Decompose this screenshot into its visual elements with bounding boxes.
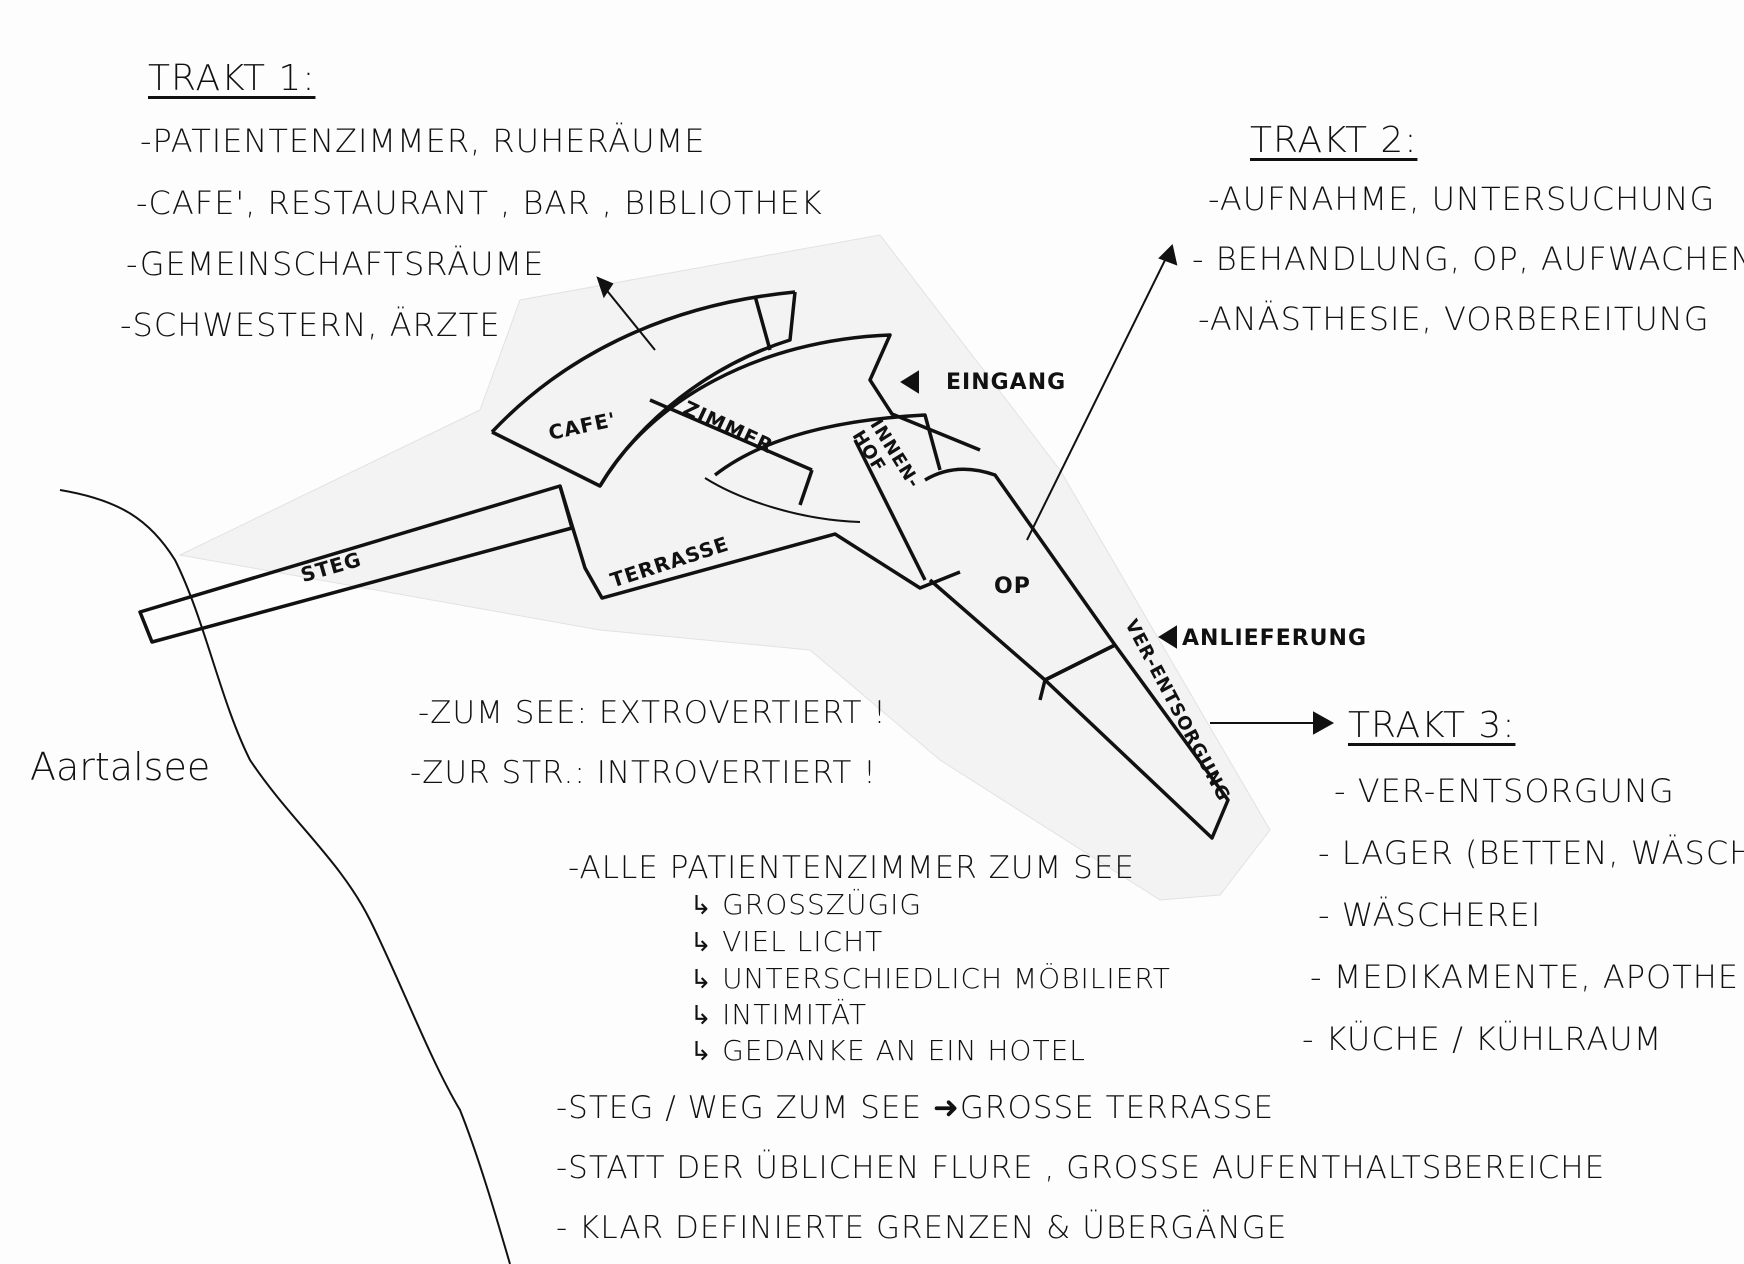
ver-entsorgung-stub bbox=[1038, 679, 1047, 701]
trakt1-outer-arc bbox=[490, 290, 796, 434]
trakt3-title: TRAKT 3: bbox=[1348, 705, 1516, 746]
trakt1-item-2: -CAFE', RESTAURANT , BAR , BIBLIOTHEK bbox=[136, 184, 823, 222]
arrow-trakt2-head bbox=[1158, 244, 1178, 266]
sub-arrow-icon: ↳ bbox=[690, 965, 723, 995]
zimmer-end bbox=[798, 469, 814, 506]
sub-arrow-icon: ↳ bbox=[690, 891, 723, 921]
innenhof-divider bbox=[853, 439, 927, 581]
bottom-note-3: - KLAR DEFINIERTE GRENZEN & ÜBERGÄNGE bbox=[556, 1210, 1288, 1246]
op-wing bbox=[924, 467, 1117, 682]
sub-arrow-icon: ↳ bbox=[690, 1001, 723, 1031]
terrasse-outline bbox=[558, 485, 961, 600]
arrow-trakt3-head bbox=[1313, 711, 1335, 735]
orientation-see: -ZUM SEE: EXTROVERTIERT ! bbox=[418, 695, 887, 731]
innenhof-arc bbox=[713, 413, 942, 477]
arrow-trakt1-head bbox=[596, 276, 614, 299]
ver-entsorgung-wing bbox=[1043, 643, 1230, 840]
arrow-trakt1 bbox=[599, 281, 656, 351]
eingang-marker-icon bbox=[900, 370, 919, 394]
trakt1-item-4: -SCHWESTERN, ÄRZTE bbox=[120, 306, 501, 344]
trakt2-title: TRAKT 2: bbox=[1250, 120, 1418, 161]
rooms-bullet-3: ↳ UNTERSCHIEDLICH MÖBILIERT bbox=[690, 962, 1171, 995]
zimmer-band bbox=[598, 333, 981, 487]
plan-label-anlieferung: ANLIEFERUNG bbox=[1182, 626, 1368, 651]
plan-label-eingang: EINGANG bbox=[946, 370, 1067, 395]
trakt1-item-3: -GEMEINSCHAFTSRÄUME bbox=[126, 245, 545, 283]
orientation-strasse: -ZUR STR.: INTROVERTIERT ! bbox=[410, 755, 877, 791]
plan-label-op: OP bbox=[994, 574, 1031, 599]
sub-arrow-icon: ↳ bbox=[690, 928, 723, 958]
arrow-trakt2 bbox=[1026, 249, 1171, 541]
trakt3-item-5: - KÜCHE / KÜHLRAUM bbox=[1302, 1020, 1663, 1058]
bottom-note-2: -STATT DER ÜBLICHEN FLURE , GROSSE AUFEN… bbox=[556, 1150, 1606, 1186]
trakt3-item-2: - LAGER (BETTEN, WÄSCHE) bbox=[1318, 834, 1744, 872]
anlieferung-marker-icon bbox=[1158, 625, 1177, 649]
trakt3-item-1: - VER-ENTSORGUNG bbox=[1334, 772, 1675, 810]
rooms-bullet-4: ↳ INTIMITÄT bbox=[690, 998, 868, 1031]
trakt2-item-2: - BEHANDLUNG, OP, AUFWACHEN bbox=[1192, 240, 1744, 278]
sub-arrow-icon: ↳ bbox=[690, 1037, 723, 1067]
zimmer-inner bbox=[649, 398, 813, 472]
trakt1-title: TRAKT 1: bbox=[148, 58, 316, 99]
rooms-bullet-5: ↳ GEDANKE AN EIN HOTEL bbox=[690, 1034, 1086, 1067]
trakt3-item-4: - MEDIKAMENTE, APOTHEKE bbox=[1310, 958, 1744, 996]
trakt3-item-3: - WÄSCHEREI bbox=[1318, 896, 1542, 934]
trakt2-item-1: -AUFNAHME, UNTERSUCHUNG bbox=[1208, 180, 1716, 218]
rooms-bullet-2: ↳ VIEL LICHT bbox=[690, 925, 884, 958]
tracing-paper-overlay bbox=[178, 234, 1271, 901]
trakt2-item-3: -ANÄSTHESIE, VORBEREITUNG bbox=[1198, 300, 1710, 338]
innenhof-curve bbox=[704, 477, 861, 523]
rooms-heading: -ALLE PATIENTENZIMMER ZUM SEE bbox=[568, 850, 1136, 886]
bottom-note-1: -STEG / WEG ZUM SEE ➜GROSSE TERRASSE bbox=[556, 1090, 1275, 1126]
lake-label: Aartalsee bbox=[30, 745, 211, 789]
trakt1-item-1: -PATIENTENZIMMER, RUHERÄUME bbox=[140, 122, 706, 160]
lake-shoreline bbox=[59, 489, 511, 1264]
rooms-bullet-1: ↳ GROßZÜGIG bbox=[690, 888, 923, 921]
cafe-divider bbox=[753, 295, 772, 351]
